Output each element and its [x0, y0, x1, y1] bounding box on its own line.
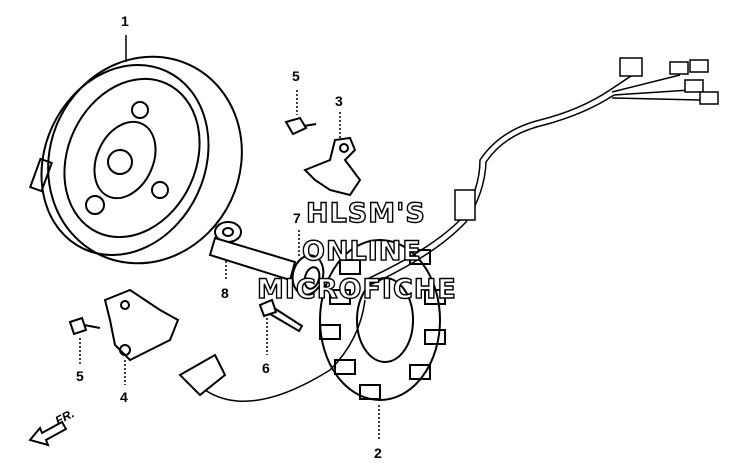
- flywheel: [28, 55, 243, 265]
- callout-6: 6: [262, 360, 270, 376]
- callout-2: 2: [374, 445, 382, 461]
- pulse-generator: [178, 353, 227, 397]
- callout-1: 1: [121, 13, 129, 29]
- watermark-line-2: ONLINE: [301, 235, 422, 267]
- wire-clamp: [303, 136, 362, 197]
- pulse-generator-bracket: [103, 288, 180, 362]
- flywheel-bolt: [208, 236, 325, 296]
- front-direction-arrow: [28, 420, 68, 447]
- callout-3: 3: [335, 93, 343, 109]
- bolt-top: [284, 116, 317, 136]
- bolt-left: [68, 316, 101, 336]
- bolt-stator: [258, 298, 304, 333]
- callout-5-top: 5: [292, 68, 300, 84]
- watermark-line-3: MICROFICHE: [256, 273, 457, 305]
- wire-harness: [364, 57, 719, 286]
- stator: [319, 239, 446, 401]
- callout-5-left: 5: [76, 368, 84, 384]
- watermark-line-1: HLSM'S: [305, 197, 426, 229]
- callout-7: 7: [293, 210, 301, 226]
- callout-8: 8: [221, 285, 229, 301]
- callout-4: 4: [120, 389, 128, 405]
